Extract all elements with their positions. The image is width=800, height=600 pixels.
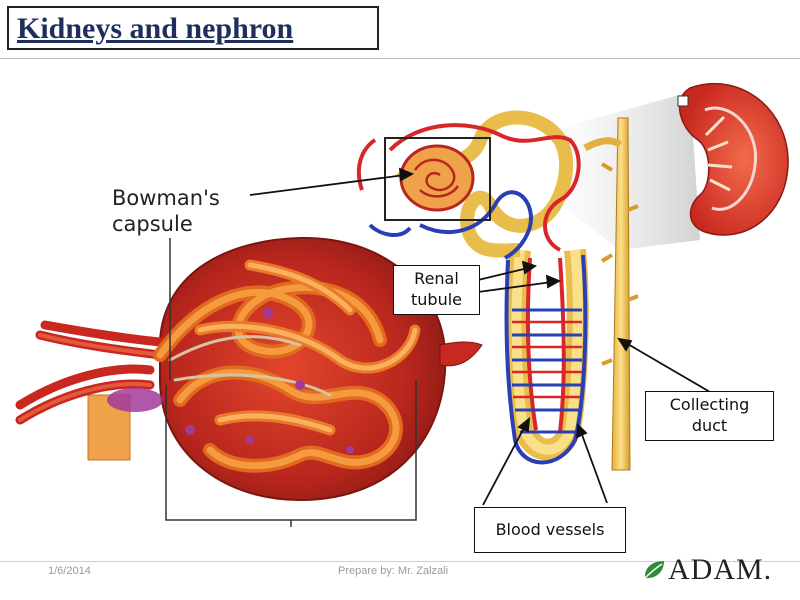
footer-date: 1/6/2014: [48, 565, 91, 577]
renal-tubule-line2: tubule: [411, 290, 462, 309]
adam-logo-text: ADAM.: [668, 553, 773, 586]
bowmans-capsule-drawing: [15, 236, 483, 502]
title-box: Kidneys and nephron: [7, 6, 379, 50]
adam-logo: ADAM.: [642, 553, 772, 587]
collecting-duct-label: Collecting duct: [645, 391, 774, 441]
bowmans-capsule-line2: capsule: [112, 212, 193, 237]
top-divider: [0, 58, 800, 59]
blood-vessels-label: Blood vessels: [474, 507, 626, 553]
page-title: Kidneys and nephron: [17, 12, 294, 45]
collecting-duct-line1: Collecting: [669, 395, 750, 415]
magnification-wedge: [560, 92, 700, 250]
bowmans-capsule-line1: Bowman's: [112, 186, 220, 210]
footer-prepared-by: Prepare by: Mr. Zalzali: [338, 565, 449, 577]
renal-tubule-label: Renal tubule: [393, 265, 480, 315]
nephron-diagram: [15, 82, 789, 527]
capsule-bracket: [165, 380, 417, 527]
renal-tubule-line1: Renal: [414, 269, 459, 289]
blood-vessels-text: Blood vessels: [495, 519, 605, 539]
bowmans-capsule-label: Bowman's capsule: [112, 185, 220, 238]
collecting-duct-drawing: [583, 117, 639, 471]
pointer-arrows: [249, 167, 711, 506]
kidney-icon: [677, 82, 789, 236]
footer-divider: [0, 561, 800, 562]
renal-tubule-drawing: [356, 110, 589, 465]
collecting-duct-line2: duct: [691, 416, 728, 435]
leaf-icon: [644, 561, 664, 579]
